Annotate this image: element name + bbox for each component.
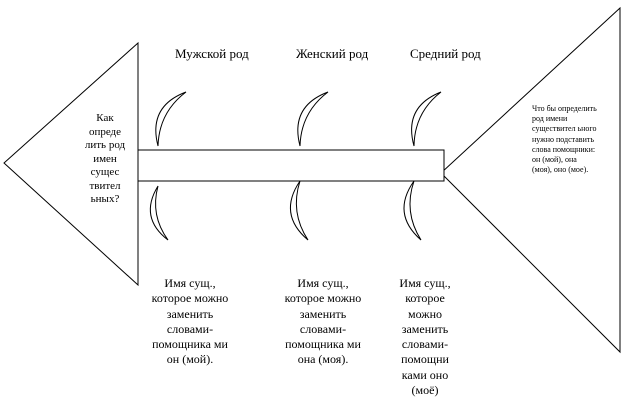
neuter-upper-bone <box>411 91 442 147</box>
tail-rule-text: Что бы определить род имени существител … <box>532 104 597 175</box>
fish-spine <box>137 149 445 182</box>
head-question-text: Как опреде лить род имен сущес твител ьн… <box>84 112 126 205</box>
masculine-lower-bone <box>149 185 169 241</box>
feminine-gender-description: Имя сущ., которое можно заменить словами… <box>284 276 362 367</box>
neuter-gender-description: Имя сущ., которое можно заменить словами… <box>399 276 451 398</box>
neuter-lower-bone <box>403 180 422 241</box>
fish-tail-triangle <box>440 6 621 354</box>
masculine-upper-bone <box>155 91 187 147</box>
neuter-gender-title: Средний род <box>410 46 481 61</box>
masculine-gender-title: Мужской род <box>175 46 249 61</box>
feminine-lower-bone <box>289 180 309 241</box>
masculine-gender-description: Имя сущ., которое можно заменить словами… <box>151 276 229 367</box>
fish-bones <box>149 91 442 241</box>
feminine-gender-title: Женский род <box>296 46 369 61</box>
feminine-upper-bone <box>297 91 329 147</box>
